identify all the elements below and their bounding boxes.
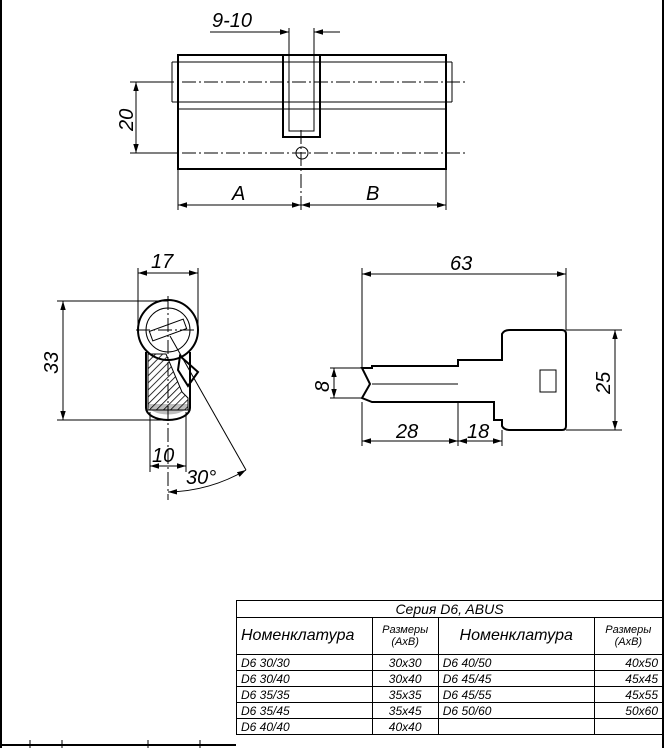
cell-nomenclature: D6 30/40 bbox=[236, 670, 373, 687]
dim-key-width: 8 bbox=[312, 367, 362, 399]
dim-cam-width: 10 bbox=[149, 412, 187, 472]
cell-size: 50x60 bbox=[593, 702, 664, 719]
cell-size: 40x40 bbox=[371, 718, 439, 735]
table-header-row: Номенклатура Размеры(AxB) Номенклатура Р… bbox=[236, 617, 664, 655]
cell-nomenclature: D6 35/45 bbox=[236, 702, 373, 719]
table-title: Серия D6, ABUS bbox=[236, 600, 663, 618]
cell-size: 30x40 bbox=[371, 670, 439, 687]
dim-key-length-label: 63 bbox=[450, 253, 472, 275]
table-row: D6 40/40 40x40 bbox=[236, 718, 664, 735]
dim-key-head-height-label: 25 bbox=[593, 371, 615, 395]
header-sizes-1: Размеры(AxB) bbox=[371, 617, 439, 655]
dim-slot-width: 9-10 bbox=[210, 10, 340, 55]
dim-cylinder-height: 20 bbox=[116, 81, 178, 154]
cell-nomenclature: D6 35/35 bbox=[236, 686, 373, 703]
cell-nomenclature bbox=[437, 718, 595, 735]
key-view bbox=[360, 329, 567, 431]
cell-size bbox=[593, 718, 664, 735]
header-nomenclature-2: Номенклатура bbox=[437, 617, 595, 655]
dim-cam-angle: 30° bbox=[167, 467, 247, 495]
dim-key-width-label: 8 bbox=[312, 381, 334, 392]
cell-size: 45x45 bbox=[593, 670, 664, 687]
table-row: D6 35/35 35x35 D6 45/55 45x55 bbox=[236, 686, 664, 703]
dim-profile-width: 17 bbox=[137, 251, 199, 330]
dim-cam-width-label: 10 bbox=[152, 445, 174, 467]
spec-table: Серия D6, ABUS Номенклатура Размеры(AxB)… bbox=[236, 600, 664, 735]
header-nomenclature-1: Номенклатура bbox=[236, 617, 373, 655]
cell-nomenclature: D6 40/40 bbox=[236, 718, 373, 735]
dim-key-blade: 28 18 bbox=[361, 402, 503, 446]
dim-cam-angle-label: 30° bbox=[186, 467, 216, 489]
cell-size: 45x55 bbox=[593, 686, 664, 703]
dim-slot-width-label: 9-10 bbox=[212, 10, 252, 32]
dim-a-label: A bbox=[231, 183, 245, 205]
dim-profile-width-label: 17 bbox=[151, 251, 174, 273]
cell-size: 30x30 bbox=[371, 654, 439, 671]
dim-cylinder-height-label: 20 bbox=[116, 109, 138, 132]
dim-profile-height-label: 33 bbox=[41, 352, 63, 374]
cell-size: 35x45 bbox=[371, 702, 439, 719]
dim-profile-height: 33 bbox=[41, 300, 168, 421]
cell-nomenclature: D6 30/30 bbox=[236, 654, 373, 671]
table-row: D6 30/40 30x40 D6 45/45 45x45 bbox=[236, 670, 664, 687]
table-title-row: Серия D6, ABUS bbox=[236, 600, 663, 618]
dim-half-lengths: A B bbox=[177, 169, 447, 210]
cell-nomenclature: D6 45/55 bbox=[437, 686, 595, 703]
dim-b-label: B bbox=[366, 183, 379, 205]
cylinder-side-view bbox=[160, 54, 466, 210]
cell-nomenclature: D6 50/60 bbox=[437, 702, 595, 719]
dim-key-blade-label: 28 bbox=[395, 421, 418, 443]
header-sizes-2: Размеры(AxB) bbox=[593, 617, 664, 655]
table-row: D6 30/30 30x30 D6 40/50 40x50 bbox=[236, 654, 664, 671]
cell-nomenclature: D6 40/50 bbox=[437, 654, 595, 671]
cell-size: 40x50 bbox=[593, 654, 664, 671]
dim-key-head-height: 25 bbox=[566, 329, 622, 431]
cell-size: 35x35 bbox=[371, 686, 439, 703]
dim-key-neck-label: 18 bbox=[467, 421, 489, 443]
cell-nomenclature: D6 45/45 bbox=[437, 670, 595, 687]
table-row: D6 35/45 35x45 D6 50/60 50x60 bbox=[236, 702, 664, 719]
dim-key-length: 63 bbox=[361, 253, 567, 368]
